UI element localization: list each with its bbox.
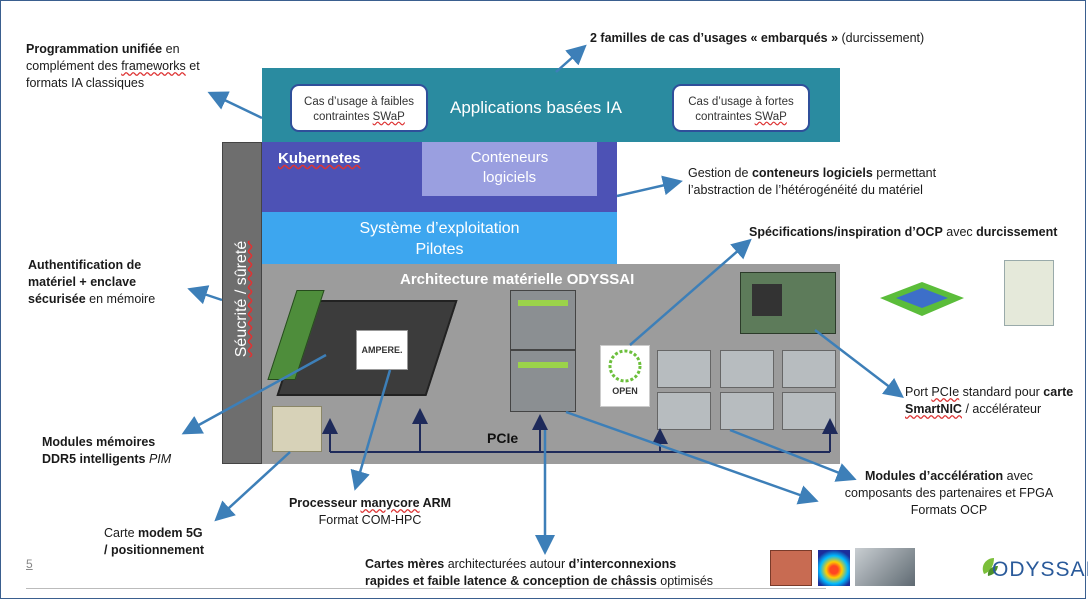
smartnic-ports (752, 284, 782, 316)
case-low-swap-box: Cas d’usage à faibles contraintes SWaP (290, 84, 428, 132)
case-high-swap-box: Cas d’usage à fortes contraintes SWaP (672, 84, 810, 132)
accel-card-5 (720, 392, 774, 430)
annotation-programming: Programmation unifiée en complément des … (26, 42, 200, 90)
os-line1: Système d’exploitation (359, 220, 520, 237)
annotation-containers: Gestion de conteneurs logiciels permetta… (688, 166, 937, 197)
accel-stack-bottom-image (510, 350, 576, 412)
case-high-line2: contraintes SWaP (695, 111, 787, 123)
ocp-module-drawing (880, 282, 964, 316)
annotation-auth: Authentification de matériel + enclave s… (28, 258, 156, 306)
ocp-module-figure (860, 258, 980, 330)
odyssai-logo-text: ODYSSAI (992, 558, 1088, 581)
odyssai-logo: ODYSSAI (978, 552, 1088, 586)
accel-card-1 (657, 350, 711, 388)
footer-rule (26, 588, 826, 589)
ocp-logo-text: OPEN (612, 386, 638, 396)
annotation-ocp: Spécifications/inspiration d’OCP avec du… (749, 225, 1058, 239)
annotation-pcie-port: Port PCIe standard pour carte SmartNIC /… (905, 385, 1074, 416)
pcie-bus (322, 408, 838, 453)
case-high-line1: Cas d’usage à fortes (688, 96, 794, 108)
ampere-chip: AMPERE. (356, 330, 408, 370)
containers-line2: logiciels (482, 169, 537, 186)
ocp-card-figure (1004, 260, 1054, 326)
accel-stack-accent-2 (518, 362, 568, 368)
callout-arrows (181, 44, 904, 555)
page-number: 5 (26, 557, 33, 571)
ocp-circle-icon (608, 349, 642, 383)
annotation-memory: Modules mémoires DDR5 intelligents PIM (42, 435, 172, 466)
annotation-motherboards: Cartes mères architecturées autour d’int… (365, 557, 714, 588)
thermal-map-image (818, 550, 850, 586)
case-low-line2: contraintes SWaP (313, 111, 405, 123)
pcie-label: PCIe (487, 430, 519, 446)
kubernetes-label: Kubernetes (278, 150, 361, 167)
containers-box: Conteneurs logiciels (422, 142, 597, 196)
accel-card-3 (782, 350, 836, 388)
annotation-top: 2 familles de cas d’usages « embarqués »… (590, 31, 925, 45)
hardware-title: Architecture matérielle ODYSSAI (400, 271, 635, 288)
annotation-acceleration: Modules d’accélération avec composants d… (844, 469, 1054, 517)
chassis-image (855, 548, 915, 586)
os-layer: Système d’exploitation Pilotes (262, 212, 617, 264)
annotation-modem: Carte modem 5G / positionnement (104, 526, 204, 557)
os-line2: Pilotes (415, 241, 464, 258)
security-bar (222, 142, 262, 464)
accel-card-4 (657, 392, 711, 430)
modem-5g-card-image (272, 406, 322, 452)
containers-line1: Conteneurs (470, 149, 549, 166)
applications-title: Applications basées IA (450, 98, 622, 117)
case-low-line1: Cas d’usage à faibles (304, 96, 414, 108)
annotation-processor: Processeur manycore ARM Format COM-HPC (288, 496, 452, 527)
accel-stack-accent-1 (518, 300, 568, 306)
ocp-logo-box: OPEN (600, 345, 650, 407)
accel-card-2 (720, 350, 774, 388)
chip-thermal-image (770, 550, 812, 586)
leaf-icon (982, 558, 998, 576)
